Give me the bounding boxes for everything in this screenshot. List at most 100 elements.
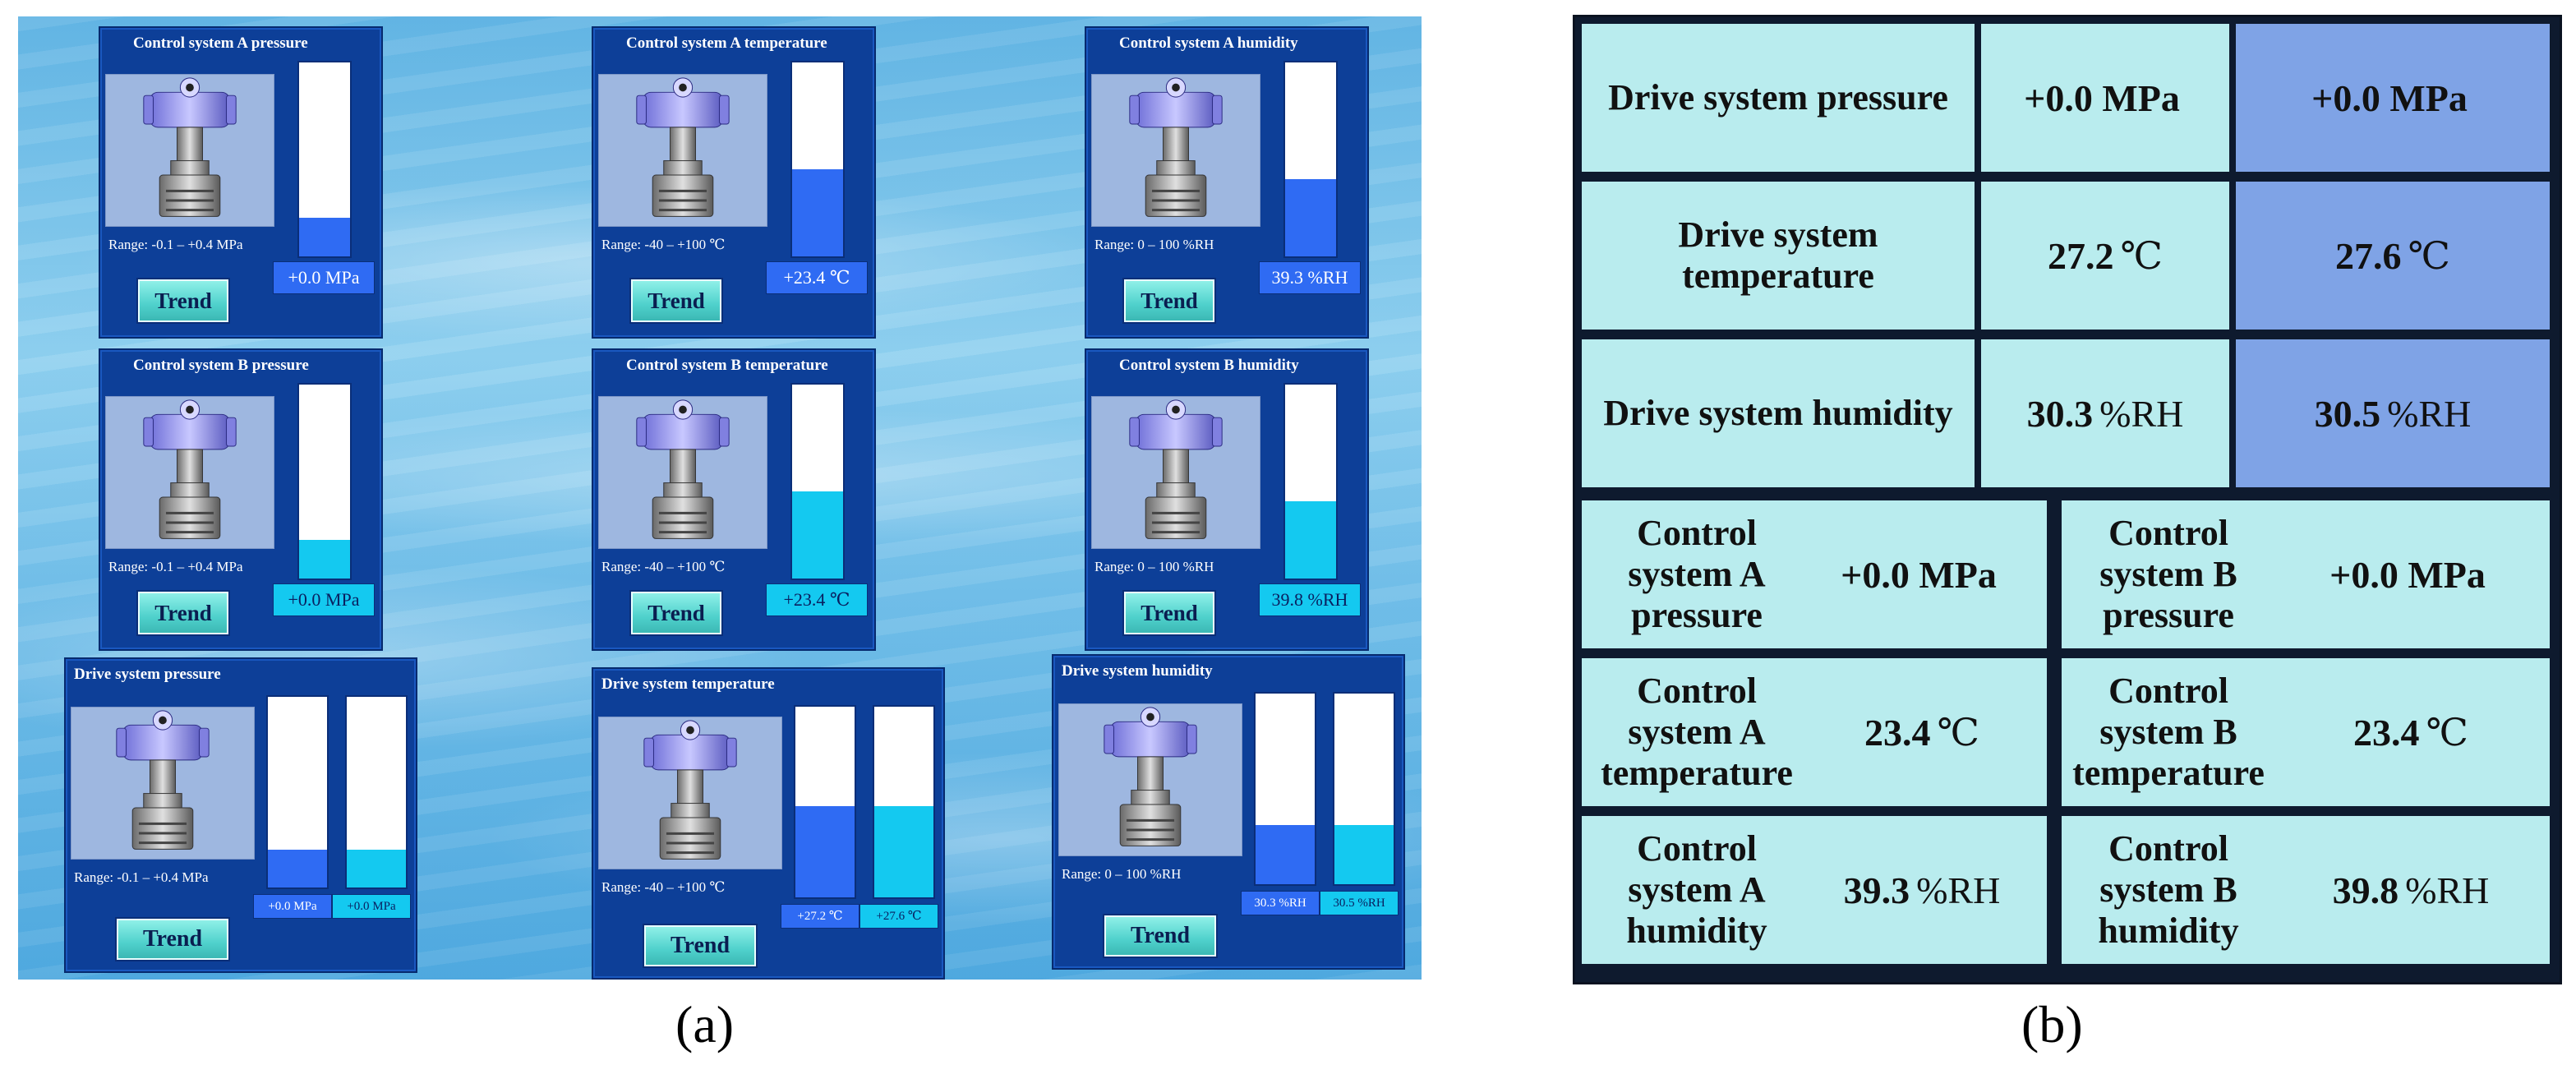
reading-number: 39.3 bbox=[1843, 869, 1910, 911]
panel-title: Drive system pressure bbox=[74, 666, 221, 683]
level-fill bbox=[792, 168, 843, 256]
control-a-label: Control system A pressure bbox=[1582, 500, 1812, 648]
reading-unit: ℃ bbox=[2120, 235, 2163, 277]
reading-number: 23.4 bbox=[1864, 711, 1931, 754]
level-bar bbox=[1333, 692, 1395, 886]
trend-button[interactable]: Trend bbox=[631, 592, 721, 634]
range-label: Range: 0 – 100 %RH bbox=[1094, 559, 1214, 574]
pressure-transmitter-icon bbox=[636, 399, 730, 539]
drive-row-label: Drive system pressure bbox=[1582, 24, 1975, 172]
pressure-transmitter-icon bbox=[1104, 707, 1197, 846]
range-label: Range: -0.1 – +0.4 MPa bbox=[108, 237, 243, 252]
control-b-label: Control system B humidity bbox=[2062, 816, 2275, 964]
drive-row-label: Drive system temperature bbox=[1582, 182, 1975, 330]
range-label: Range: 0 – 100 %RH bbox=[1094, 237, 1214, 252]
trend-button[interactable]: Trend bbox=[1124, 279, 1214, 322]
level-fill bbox=[299, 217, 350, 256]
level-fill bbox=[874, 805, 933, 897]
control-a-label: Control system A humidity bbox=[1582, 816, 1812, 964]
transmitter-image bbox=[598, 717, 782, 869]
value-readout: 30.5 %RH bbox=[1320, 891, 1399, 915]
value-readout: 30.3 %RH bbox=[1241, 891, 1320, 915]
transmitter-image bbox=[105, 396, 274, 549]
level-fill bbox=[268, 849, 327, 887]
reading-unit: %RH bbox=[2099, 392, 2184, 435]
control-a-label: Control system A temperature bbox=[1582, 658, 1812, 806]
level-fill bbox=[1285, 500, 1336, 579]
reading-number: 39.8 bbox=[2332, 869, 2399, 911]
panel-title: Control system A temperature bbox=[626, 35, 827, 52]
pressure-transmitter-icon bbox=[1129, 399, 1223, 539]
drive-value-2: 27.6℃ bbox=[2236, 182, 2550, 330]
level-bar bbox=[297, 383, 352, 580]
control-b-value: +0.0 MPa bbox=[2272, 500, 2550, 648]
drive-value-1: 30.3%RH bbox=[1981, 339, 2229, 487]
drive-value-1: 27.2℃ bbox=[1981, 182, 2229, 330]
value-readout: +23.4 ℃ bbox=[766, 583, 868, 616]
reading-number: +0.0 MPa bbox=[1841, 553, 1997, 596]
pressure-transmitter-icon bbox=[643, 720, 737, 860]
reading-unit: %RH bbox=[2387, 392, 2472, 435]
transmitter-image bbox=[1091, 74, 1260, 227]
control-b-label: Control system B pressure bbox=[2062, 500, 2275, 648]
level-fill bbox=[795, 805, 855, 897]
trend-button[interactable]: Trend bbox=[631, 279, 721, 322]
control-a-value: +0.0 MPa bbox=[1797, 500, 2047, 648]
control-a-value: 39.3%RH bbox=[1797, 816, 2047, 964]
reading-number: +0.0 MPa bbox=[2024, 76, 2180, 119]
reading-unit: ℃ bbox=[1937, 712, 1979, 754]
reading-unit: ℃ bbox=[2408, 235, 2450, 277]
level-bar bbox=[266, 695, 329, 889]
reading-number: 30.5 bbox=[2314, 392, 2381, 435]
level-fill bbox=[299, 539, 350, 579]
level-fill bbox=[1334, 825, 1394, 884]
transmitter-image bbox=[1091, 396, 1260, 549]
level-bar bbox=[873, 705, 935, 899]
transmitter-image bbox=[105, 74, 274, 227]
panel-title: Control system A pressure bbox=[133, 35, 308, 52]
range-label: Range: -0.1 – +0.4 MPa bbox=[74, 869, 209, 885]
pressure-transmitter-icon bbox=[636, 77, 730, 217]
range-label: Range: -40 – +100 ℃ bbox=[601, 559, 726, 574]
pressure-transmitter-icon bbox=[143, 399, 237, 539]
caption-a: (a) bbox=[675, 995, 735, 1053]
drive-value-2: +0.0 MPa bbox=[2236, 24, 2550, 172]
trend-button[interactable]: Trend bbox=[138, 279, 228, 322]
reading-unit: %RH bbox=[1916, 869, 2001, 911]
trend-button[interactable]: Trend bbox=[117, 919, 228, 960]
reading-unit: ℃ bbox=[2426, 712, 2468, 754]
pressure-transmitter-icon bbox=[1129, 77, 1223, 217]
level-bar bbox=[1283, 61, 1338, 258]
panel-title: Control system B humidity bbox=[1119, 357, 1299, 374]
trend-button[interactable]: Trend bbox=[644, 925, 756, 966]
transmitter-image bbox=[1058, 703, 1242, 856]
value-readout: +0.0 MPa bbox=[332, 894, 411, 919]
value-readout: +27.2 ℃ bbox=[781, 904, 859, 929]
reading-number: +0.0 MPa bbox=[2311, 76, 2468, 119]
trend-button[interactable]: Trend bbox=[138, 592, 228, 634]
reading-number: +0.0 MPa bbox=[2329, 553, 2486, 596]
range-label: Range: 0 – 100 %RH bbox=[1062, 866, 1182, 882]
level-bar bbox=[345, 695, 408, 889]
panel-title: Control system A humidity bbox=[1119, 35, 1298, 52]
panel-title: Drive system temperature bbox=[601, 675, 775, 693]
value-readout: +23.4 ℃ bbox=[766, 261, 868, 294]
trend-button[interactable]: Trend bbox=[1104, 915, 1216, 957]
panel-title: Control system B pressure bbox=[133, 357, 309, 374]
level-bar bbox=[1254, 692, 1316, 886]
range-label: Range: -40 – +100 ℃ bbox=[601, 237, 726, 252]
caption-b: (b) bbox=[2021, 995, 2083, 1053]
control-b-label: Control system B temperature bbox=[2062, 658, 2275, 806]
trend-button[interactable]: Trend bbox=[1124, 592, 1214, 634]
transmitter-image bbox=[71, 707, 255, 860]
